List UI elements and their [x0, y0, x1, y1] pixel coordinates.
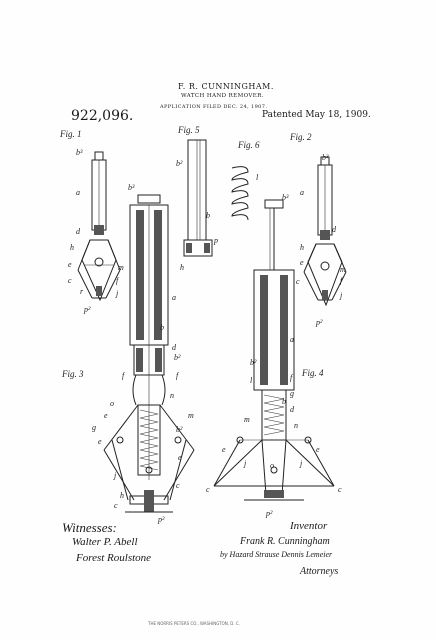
svg-text:d: d — [332, 225, 337, 234]
svg-text:h: h — [70, 243, 74, 252]
figure-3-drawing — [103, 194, 195, 513]
svg-text:c: c — [114, 501, 118, 510]
figure-5-label: Fig. 5 — [177, 125, 200, 135]
inventor-name: F. R. CUNNINGHAM. — [178, 82, 274, 91]
svg-text:e: e — [300, 258, 304, 267]
printer-imprint: THE NORRIS PETERS CO., WASHINGTON, D. C. — [148, 621, 240, 626]
patented-date: Patented May 18, 1909. — [262, 110, 371, 120]
figure-2-label: Fig. 2 — [289, 132, 312, 142]
svg-text:d: d — [290, 405, 295, 414]
svg-text:c: c — [206, 485, 210, 494]
svg-text:a: a — [290, 335, 294, 344]
svg-text:h: h — [300, 243, 304, 252]
svg-text:g: g — [92, 423, 96, 432]
svg-text:f: f — [340, 276, 344, 285]
svg-text:j: j — [115, 289, 119, 298]
inventor-label: Inventor — [290, 520, 328, 532]
svg-text:j: j — [299, 459, 303, 468]
svg-text:e: e — [98, 437, 102, 446]
figure-6-label: Fig. 6 — [237, 140, 260, 150]
witness-signature-1: Walter P. Abell — [72, 536, 138, 548]
svg-text:f: f — [176, 371, 180, 380]
figure-6-drawing — [231, 166, 249, 221]
figure-5-drawing — [183, 139, 213, 257]
svg-text:p²: p² — [315, 318, 323, 327]
svg-text:m: m — [188, 411, 194, 420]
svg-text:m: m — [340, 265, 346, 274]
svg-text:d: d — [172, 343, 177, 352]
svg-text:c: c — [176, 481, 180, 490]
svg-text:b³: b³ — [128, 183, 135, 192]
svg-text:n: n — [170, 391, 174, 400]
svg-text:p²: p² — [157, 515, 165, 524]
svg-text:f: f — [116, 276, 120, 285]
svg-text:n: n — [294, 421, 298, 430]
svg-text:f: f — [290, 373, 294, 382]
svg-text:p: p — [213, 236, 218, 245]
svg-text:d: d — [76, 227, 81, 236]
svg-text:f: f — [122, 371, 126, 380]
svg-text:o: o — [270, 461, 274, 470]
svg-text:j: j — [113, 471, 117, 480]
svg-text:g: g — [290, 389, 294, 398]
svg-text:b: b — [282, 397, 286, 406]
svg-text:l: l — [250, 376, 253, 385]
svg-text:b³: b³ — [76, 148, 83, 157]
svg-text:b²: b² — [176, 425, 183, 434]
witness-signature-2: Forest Roulstone — [76, 552, 152, 564]
attorneys-label: Attorneys — [300, 566, 339, 577]
svg-text:a: a — [76, 188, 80, 197]
figure-4-drawing — [213, 199, 335, 501]
svg-text:b²: b² — [176, 159, 183, 168]
figure-2-drawing — [303, 156, 347, 307]
svg-text:c: c — [338, 485, 342, 494]
attorney-line: by Hazard Strause Dennis Lemeier — [220, 550, 333, 559]
inventor-signature: Frank R. Cunningham — [240, 536, 330, 547]
svg-text:a: a — [300, 188, 304, 197]
patent-title: WATCH HAND REMOVER. — [181, 93, 264, 99]
svg-text:r: r — [80, 287, 84, 296]
svg-text:p²: p² — [265, 509, 273, 518]
application-filed: APPLICATION FILED DEC. 24, 1907. — [160, 104, 268, 110]
svg-text:b³: b³ — [282, 193, 289, 202]
figure-1-drawing — [77, 151, 121, 302]
figure-1-label: Fig. 1 — [59, 129, 82, 139]
svg-text:a: a — [172, 293, 176, 302]
figure-4-label: Fig. 4 — [301, 368, 324, 378]
svg-text:c: c — [296, 277, 300, 286]
figure-3-label: Fig. 3 — [61, 369, 84, 379]
svg-text:e: e — [316, 445, 320, 454]
svg-text:e: e — [68, 260, 72, 269]
svg-text:h: h — [120, 491, 124, 500]
svg-text:b: b — [206, 211, 210, 220]
witnesses-label: Witnesses: — [62, 520, 117, 535]
svg-text:c: c — [68, 276, 72, 285]
svg-text:j: j — [339, 291, 343, 300]
svg-text:b²: b² — [174, 353, 181, 362]
svg-text:p²: p² — [83, 305, 91, 314]
svg-text:m: m — [244, 415, 250, 424]
svg-text:m: m — [118, 263, 124, 272]
svg-text:b: b — [160, 323, 164, 332]
svg-text:e: e — [104, 411, 108, 420]
svg-text:e: e — [222, 445, 226, 454]
svg-text:h: h — [180, 263, 184, 272]
svg-text:l: l — [256, 173, 259, 182]
svg-text:b²: b² — [250, 358, 257, 367]
svg-text:j: j — [243, 459, 247, 468]
svg-text:e: e — [178, 453, 182, 462]
patent-number: 922,096. — [71, 108, 134, 124]
svg-text:b³: b³ — [322, 153, 329, 162]
svg-text:o: o — [110, 399, 114, 408]
